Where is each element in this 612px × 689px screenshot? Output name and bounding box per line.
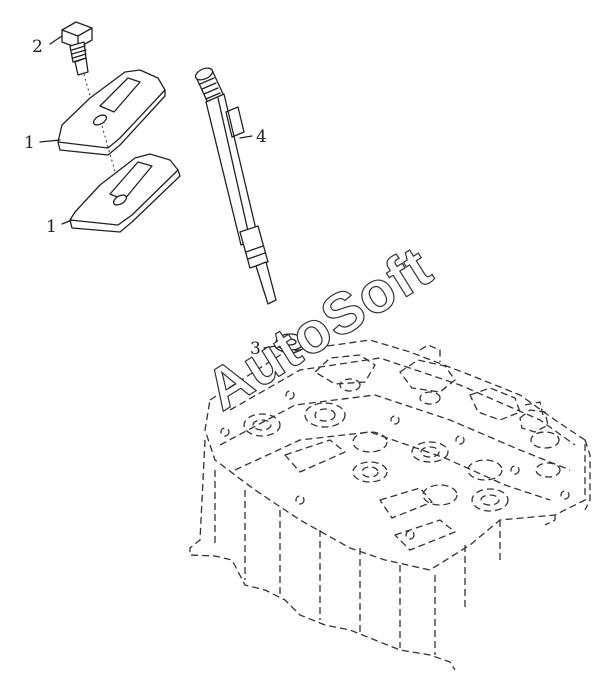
leader-line-4 [239, 135, 253, 139]
callout-label-3: 3 [250, 339, 261, 359]
clamp-plate-icon [69, 153, 181, 233]
sealing-washer-icon [275, 333, 305, 354]
callout-label-2: 2 [32, 37, 43, 57]
leader-line-1-lower [61, 219, 73, 225]
leader-line-3 [263, 345, 277, 349]
callout-label-4: 4 [256, 127, 267, 147]
clamp-plate-icon [57, 69, 166, 156]
injector-icon [194, 67, 277, 305]
leader-line-2 [49, 35, 63, 45]
leader-line-1-upper [39, 139, 61, 143]
callout-label-1-lower: 1 [46, 217, 57, 237]
watermark: AutoSoft [194, 234, 443, 423]
cylinder-head-outline [189, 339, 591, 671]
bolt-icon [61, 21, 93, 76]
callout-label-1-upper: 1 [24, 133, 35, 153]
